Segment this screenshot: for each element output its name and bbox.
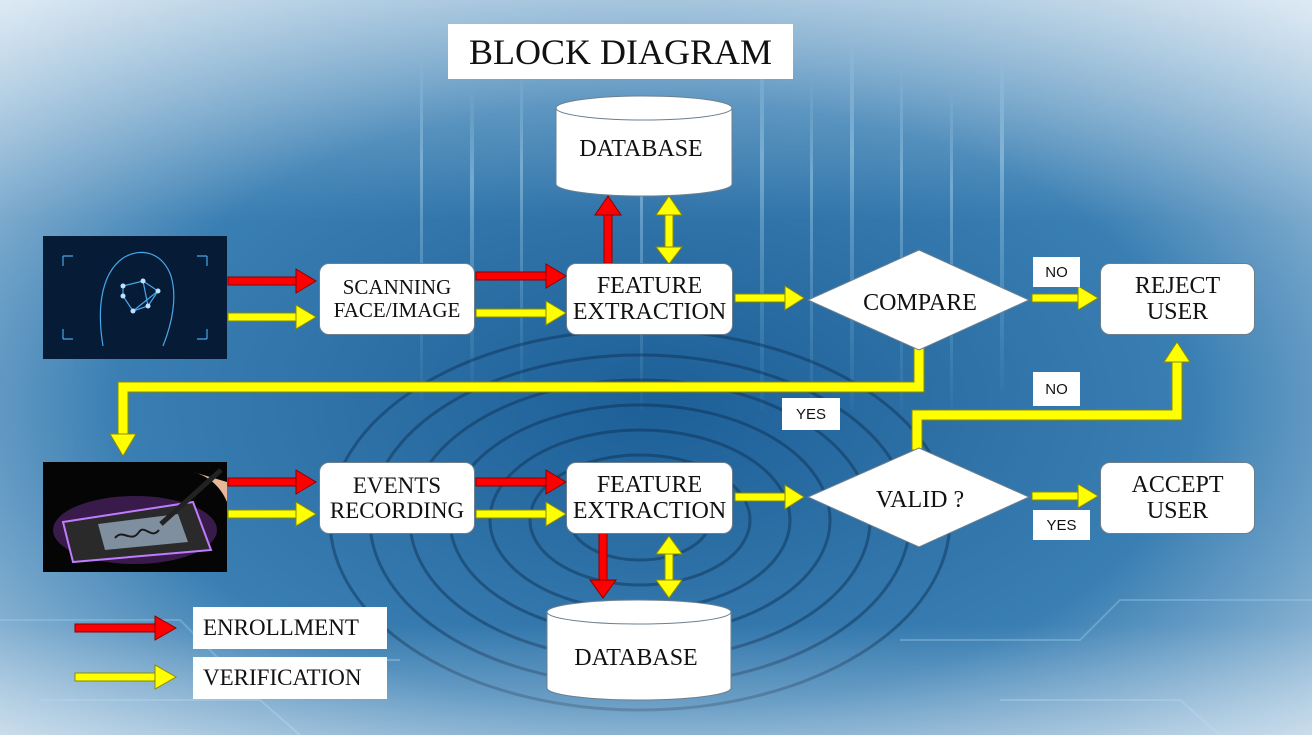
valid-diamond [806, 447, 1031, 548]
valid-label: VALID ? [876, 487, 964, 513]
verify-arrow-feature-to-compare [734, 285, 805, 311]
verify-arrow-feature-database-top-bidirectional [654, 195, 684, 265]
compare-label: COMPARE [863, 290, 977, 316]
enroll-arrow-signature-to-events [227, 469, 317, 495]
database-bottom-label: DATABASE [574, 645, 697, 671]
verify-path-compare-yes-to-signature [109, 347, 925, 457]
verify-arrow-scanning-to-feature [475, 300, 567, 326]
enroll-arrow-feature-to-database-bottom [589, 532, 617, 599]
signature-pad-image [43, 462, 227, 572]
compare-no-label: NO [1033, 257, 1080, 287]
scanning-face-image-box: SCANNING FACE/IMAGE [319, 263, 475, 335]
enroll-arrow-face-to-scanning [227, 268, 317, 294]
verify-path-valid-no-to-reject [911, 341, 1191, 451]
face-scan-image [43, 236, 227, 359]
feature-extraction-top-box: FEATURE EXTRACTION [566, 263, 733, 335]
verify-arrow-face-to-scanning [227, 304, 317, 330]
verify-arrow-compare-to-reject [1031, 285, 1099, 311]
events-recording-box: EVENTS RECORDING [319, 462, 475, 534]
enroll-arrow-feature-to-database-top [594, 195, 622, 264]
compare-diamond [806, 249, 1031, 351]
feature-extraction-bottom-box: FEATURE EXTRACTION [566, 462, 733, 534]
database-top-cylinder [555, 95, 733, 197]
verify-arrow-feature-database-bottom-bidirectional [655, 535, 683, 599]
valid-no-label: NO [1033, 372, 1080, 406]
enroll-arrow-scanning-to-feature [475, 263, 567, 289]
enroll-arrow-events-to-feature [475, 469, 567, 495]
reject-user-box: REJECT USER [1100, 263, 1255, 335]
compare-yes-label: YES [782, 398, 840, 430]
verify-arrow-events-to-feature [475, 501, 567, 527]
accept-user-box: ACCEPT USER [1100, 462, 1255, 534]
verify-arrow-signature-to-events [227, 501, 317, 527]
legend-verification-label: VERIFICATION [193, 657, 387, 699]
legend-enrollment-arrow [74, 615, 178, 641]
valid-yes-label: YES [1033, 510, 1090, 540]
legend-enrollment-label: ENROLLMENT [193, 607, 387, 649]
database-bottom-cylinder [546, 599, 732, 701]
verify-arrow-feature-to-valid [734, 484, 805, 510]
legend-verification-arrow [74, 664, 178, 690]
diagram-title: BLOCK DIAGRAM [448, 24, 793, 79]
database-top-label: DATABASE [579, 136, 702, 162]
verify-arrow-valid-to-accept [1031, 483, 1099, 509]
